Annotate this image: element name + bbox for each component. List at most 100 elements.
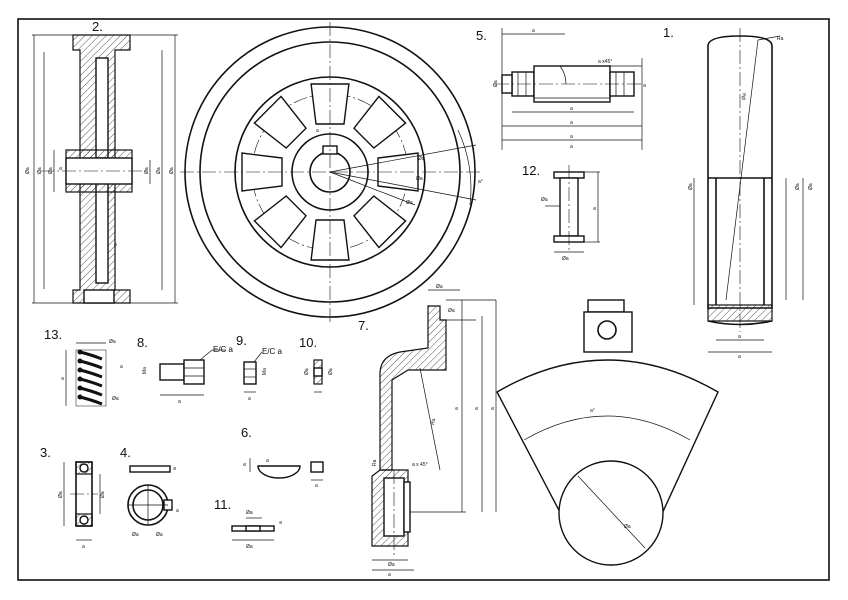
part-6-woodruff-key: a a a xyxy=(242,458,324,489)
dim-label: Øa xyxy=(100,491,106,498)
spring-coil xyxy=(79,368,103,379)
wheel-front-view: Øa Øa Øa a° a xyxy=(180,22,483,322)
chamfer-callout: E/C a xyxy=(213,345,234,354)
dim-label: Øa xyxy=(741,93,748,100)
part-number-2: 2. xyxy=(92,19,103,34)
part-1-roller: Ra Øa Øa Øa Øa a a xyxy=(688,28,814,360)
spring-coil-end xyxy=(77,394,83,400)
dim-label: Ma xyxy=(262,368,268,375)
dim-label: Øa xyxy=(562,256,569,262)
dim-label: Ra xyxy=(372,459,378,466)
dim-label: Øa xyxy=(246,510,253,516)
dim-label: a° xyxy=(478,179,483,185)
part-number-12: 12. xyxy=(522,163,540,178)
dim-label: Øa xyxy=(246,544,253,550)
chamfer-callout: a x 45° xyxy=(412,462,428,468)
dim-label: a xyxy=(266,458,269,464)
spoke-opening xyxy=(353,95,407,149)
dim-label: Øa xyxy=(109,339,116,345)
part-9-nut: Ma a xyxy=(243,351,268,402)
spring-coil xyxy=(79,377,103,388)
dim-label: Øa xyxy=(58,491,64,498)
dim-label: Øa xyxy=(328,368,334,375)
part-8-bolt: Ma a xyxy=(142,349,226,405)
dim-label: Øa xyxy=(418,156,425,162)
dim-label: a xyxy=(570,120,573,126)
dim-label: Øa xyxy=(406,200,413,206)
part-3-bearing: Øa Øa a xyxy=(58,461,106,550)
chamfer-callout: E/C a xyxy=(262,347,283,356)
dim-label: a xyxy=(120,364,123,370)
dim-label: Øa xyxy=(436,284,443,290)
dim-label: Øa xyxy=(132,532,139,538)
spring-coil xyxy=(79,395,103,406)
sheet-border xyxy=(17,18,830,581)
dim-label: Øa xyxy=(156,167,162,174)
part-12-spacer: Øa Øa a xyxy=(541,165,600,262)
part-number-6: 6. xyxy=(241,425,252,440)
dim-label: Øa xyxy=(624,524,631,530)
spoke-opening xyxy=(310,83,350,125)
dim-label: a xyxy=(388,572,391,578)
dim-label: a xyxy=(738,334,741,340)
dim-label: Øa xyxy=(169,167,175,174)
dim-label: a xyxy=(570,144,573,150)
part-10-washer: Øa Øa xyxy=(304,359,334,393)
dim-label: a° xyxy=(590,408,595,414)
dim-label: Øa xyxy=(448,308,455,314)
dim-label: a xyxy=(278,521,284,524)
part-number-1: 1. xyxy=(663,25,674,40)
dim-label: a xyxy=(570,134,573,140)
dim-label: Øa xyxy=(112,396,119,402)
spring-coil-end xyxy=(77,367,83,373)
spring-coil xyxy=(79,350,103,361)
dim-label: a xyxy=(60,377,66,380)
part-11-flat-washer: Øa Øa a xyxy=(231,510,284,550)
spring-coil-end xyxy=(77,349,83,355)
dim-label: a xyxy=(642,84,648,87)
dim-label: a xyxy=(315,483,318,489)
part-number-10: 10. xyxy=(299,335,317,350)
part-2-pulley-section: Øa Øa Øa a Øa Øa Øa a xyxy=(25,34,178,304)
dim-label: a xyxy=(82,544,85,550)
spring-coil-end xyxy=(77,358,83,364)
part-number-8: 8. xyxy=(137,335,148,350)
dim-label: a xyxy=(242,463,248,466)
dim-label: a xyxy=(592,207,598,210)
dim-label: a xyxy=(532,28,535,34)
spring-coil-end xyxy=(77,376,83,382)
dim-label: Ra xyxy=(777,36,784,42)
dim-label: a xyxy=(248,396,251,402)
part-5-shaft: a a x45° a a a a Øa a xyxy=(493,28,648,150)
spoke-opening xyxy=(241,152,283,192)
dim-label: Øa xyxy=(416,176,423,182)
dim-label: a xyxy=(58,167,64,170)
dim-label: a xyxy=(316,128,319,134)
spring-coil xyxy=(79,359,103,370)
part-number-11: 11. xyxy=(214,497,231,512)
dim-label: a xyxy=(172,467,178,470)
dim-label: Ra xyxy=(430,418,437,426)
chamfer-callout: a x45° xyxy=(598,59,612,65)
dim-label: Ma xyxy=(142,367,148,374)
part-7-housing-section: Øa Øa a x 45° Øa a a a a Ra Ra xyxy=(371,284,497,578)
spoke-opening xyxy=(377,152,419,192)
dim-label: a xyxy=(490,407,496,410)
dim-label: Øa xyxy=(48,167,54,174)
spoke-opening xyxy=(253,95,307,149)
dim-label: a xyxy=(114,242,117,248)
sector-bracket: a° Øa xyxy=(496,299,719,566)
spring-coil xyxy=(79,386,103,397)
part-number-9: 9. xyxy=(236,333,247,348)
dim-label: Øa xyxy=(688,183,694,190)
dim-label: Øa xyxy=(156,532,163,538)
part-number-13: 13. xyxy=(44,327,62,342)
dim-label: Øa xyxy=(795,183,801,190)
dim-label: Øa xyxy=(541,197,548,203)
dim-label: Øa xyxy=(144,167,150,174)
spoke-opening xyxy=(353,195,407,249)
dim-label: Øa xyxy=(388,562,395,568)
spoke-opening xyxy=(253,195,307,249)
